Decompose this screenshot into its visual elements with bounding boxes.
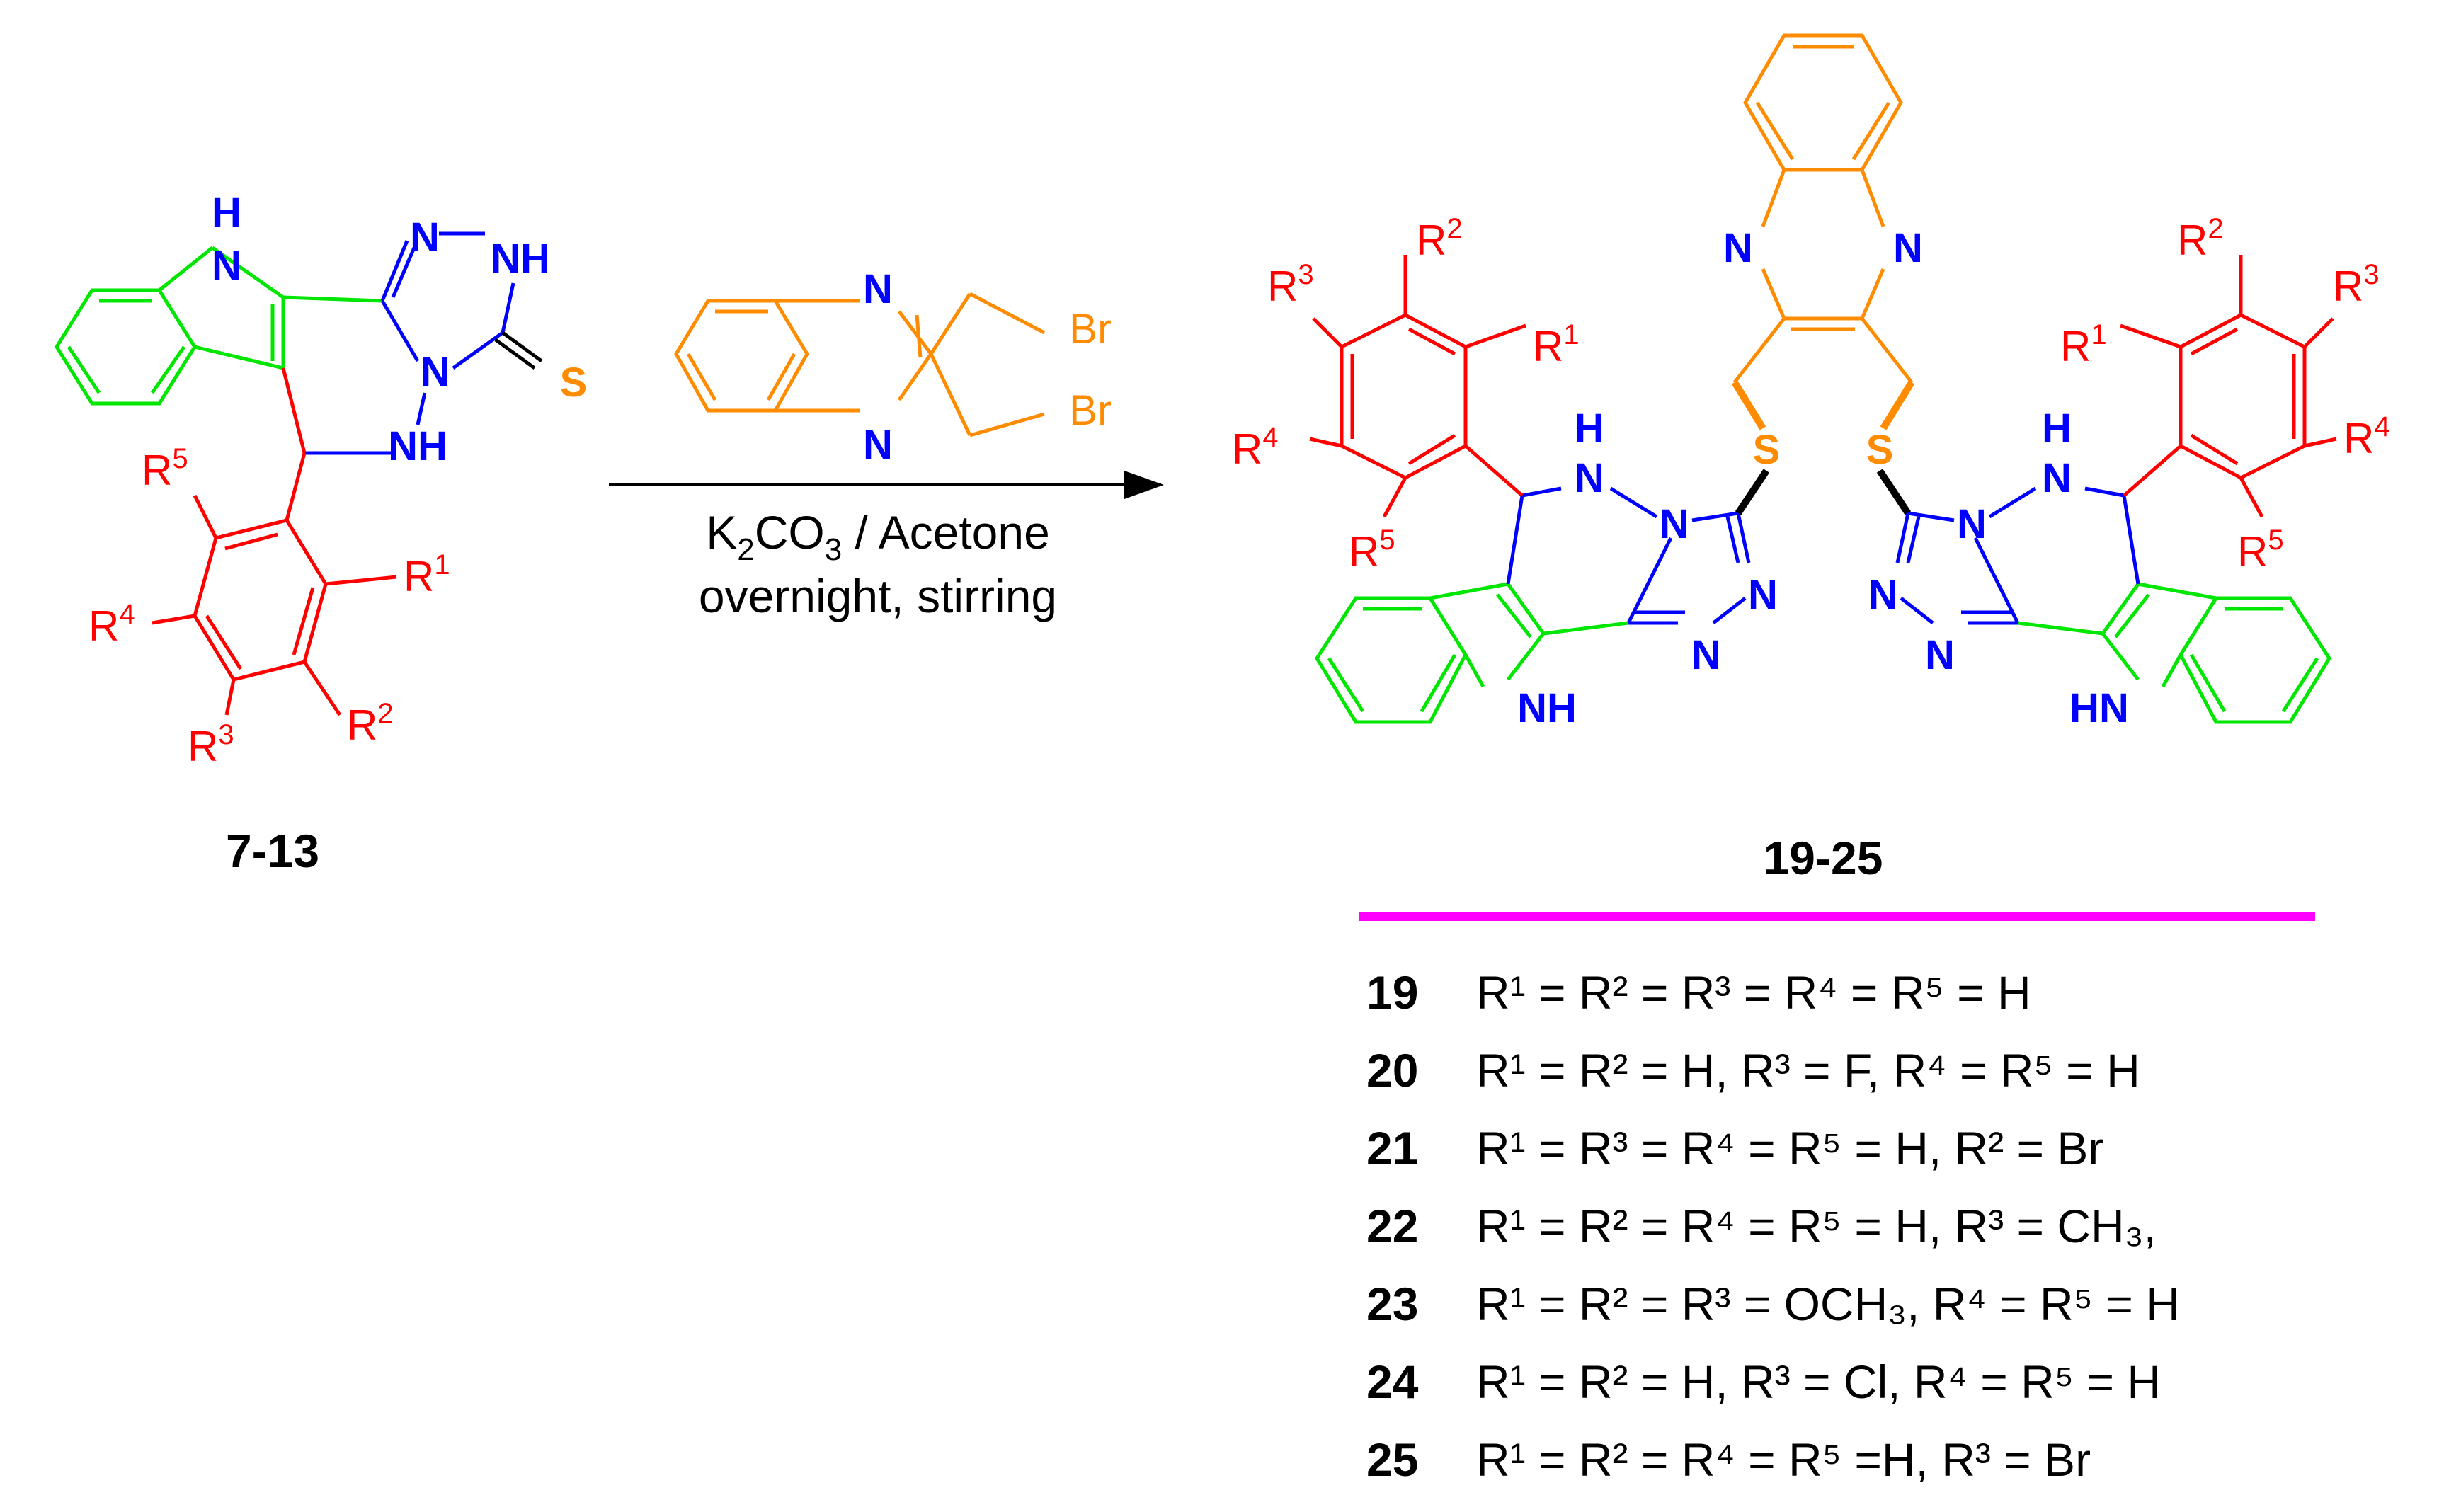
- reagent-br-bottom: Br: [1069, 386, 1112, 434]
- table-row-number: 21: [1366, 1122, 1418, 1174]
- product-indole-nh-left: NH: [1517, 685, 1577, 731]
- product-right-indole: [2017, 582, 2331, 724]
- reactant-triazole-ring: [304, 231, 515, 455]
- reactant-structure: [55, 231, 543, 716]
- reactant-indole-n: N: [212, 243, 241, 289]
- product-nh-h-left: H: [1575, 406, 1604, 452]
- substituent-table: 19 R¹ = R² = R³ = R⁴ = R⁵ = H 20 R¹ = R²…: [1366, 966, 2180, 1486]
- product-right-r2: R2: [2177, 213, 2224, 264]
- product-atom-labels: N N S S H N H N N N N N N N NH HN: [1517, 225, 2129, 731]
- reagent-n-bottom: N: [863, 422, 893, 468]
- reactant-r3: R3: [188, 719, 234, 770]
- product-tri-n-right: N: [1957, 501, 1987, 547]
- reactant-r5: R5: [142, 443, 188, 494]
- table-row-number: 24: [1366, 1356, 1419, 1408]
- reactant-aryl-ring: [152, 367, 397, 716]
- table-row-text: R¹ = R² = R⁴ = R⁵ = H, R³ = CH₃,: [1476, 1200, 2157, 1252]
- reactant-triazole-n4: N: [421, 349, 450, 395]
- table-row: 23 R¹ = R² = R³ = OCH₃, R⁴ = R⁵ = H: [1366, 1278, 2180, 1330]
- reactant-r4: R4: [88, 599, 135, 650]
- product-r-groups: R2 R3 R1 R4 R5 R2 R3 R1 R4 R5: [1232, 213, 2390, 575]
- table-row: 21 R¹ = R³ = R⁴ = R⁵ = H, R² = Br: [1366, 1122, 2103, 1174]
- reagent-n-top: N: [863, 266, 893, 312]
- table-row-number: 20: [1366, 1044, 1418, 1096]
- product-left-r1: R1: [1533, 319, 1580, 370]
- product-left-r2: R2: [1416, 213, 1463, 264]
- reactant-r2: R2: [347, 698, 394, 749]
- product-right-r4: R4: [2343, 411, 2390, 462]
- product-quinoxaline: [1731, 33, 1915, 430]
- product-tri-n-left: N: [1660, 501, 1689, 547]
- product-right-triazole: [1895, 486, 2125, 625]
- product-left-r5: R5: [1349, 525, 1395, 575]
- product-right-aryl: [2120, 255, 2337, 518]
- table-row-number: 23: [1366, 1278, 1418, 1330]
- table-row: 19 R¹ = R² = R³ = R⁴ = R⁵ = H: [1366, 966, 2031, 1019]
- table-row: 24 R¹ = R² = H, R³ = Cl, R⁴ = R⁵ = H: [1366, 1356, 2161, 1408]
- table-row-number: 19: [1366, 966, 1418, 1019]
- table-row-text: R¹ = R² = H, R³ = Cl, R⁴ = R⁵ = H: [1476, 1356, 2161, 1408]
- product-indole-nh-right: HN: [2069, 685, 2129, 731]
- reagent-structure: [674, 292, 1046, 437]
- product-s-right: S: [1866, 427, 1894, 473]
- product-quin-n-right: N: [1893, 225, 1923, 271]
- product-quin-n-left: N: [1723, 225, 1753, 271]
- product-tri-n3-right: N: [1925, 632, 1955, 678]
- reactant-triazole-nh: NH: [491, 236, 550, 282]
- product-left-indole: [1315, 582, 1629, 724]
- reactant-r1: R1: [404, 549, 450, 600]
- table-row: 20 R¹ = R² = H, R³ = F, R⁴ = R⁵ = H: [1366, 1044, 2140, 1096]
- table-row-text: R¹ = R³ = R⁴ = R⁵ = H, R² = Br: [1476, 1122, 2103, 1174]
- reactant-indole-h: H: [212, 190, 241, 236]
- product-right-r1: R1: [2060, 319, 2107, 370]
- product-left-r3: R3: [1267, 259, 1314, 310]
- reactant-thione-s: S: [560, 360, 588, 406]
- table-row-text: R¹ = R² = H, R³ = F, R⁴ = R⁵ = H: [1476, 1044, 2140, 1096]
- product-left-aryl: [1309, 255, 1526, 518]
- conditions-time: overnight, stirring: [699, 570, 1057, 622]
- reactant-r-groups: R5 R1 R4 R2 R3: [88, 443, 450, 770]
- conditions-reagent-solvent: K2CO3 / Acetone: [706, 506, 1050, 567]
- reagent-atom-labels: N N: [863, 266, 893, 468]
- product-left-triazole: [1521, 486, 1751, 625]
- reagent-br-top: Br: [1069, 305, 1112, 353]
- product-right-r5: R5: [2237, 525, 2284, 575]
- table-row-text: R¹ = R² = R³ = R⁴ = R⁵ = H: [1476, 966, 2031, 1019]
- table-row: 25 R¹ = R² = R⁴ = R⁵ =H, R³ = Br: [1366, 1433, 2091, 1486]
- product-tri-n3-left: N: [1691, 632, 1721, 678]
- product-s-left: S: [1753, 427, 1781, 473]
- product-nh-n-left: N: [1575, 455, 1604, 501]
- product-right-r3: R3: [2333, 259, 2380, 310]
- reactant-label: 7-13: [226, 825, 319, 877]
- reactant-triazole-n1: N: [410, 214, 440, 260]
- product-nh-n-right: N: [2042, 455, 2072, 501]
- product-left-r4: R4: [1232, 422, 1279, 473]
- product-structure: [1309, 33, 2337, 724]
- table-row: 22 R¹ = R² = R⁴ = R⁵ = H, R³ = CH₃,: [1366, 1200, 2157, 1252]
- table-row-text: R¹ = R² = R³ = OCH₃, R⁴ = R⁵ = H: [1476, 1278, 2180, 1330]
- product-tri-n2-left: N: [1748, 572, 1778, 618]
- product-nh-h-right: H: [2042, 406, 2072, 452]
- product-label: 19-25: [1764, 832, 1883, 884]
- reactant-atom-labels: H N N NH N S NH: [212, 190, 587, 469]
- reactant-amine-nh: NH: [388, 423, 447, 469]
- table-row-text: R¹ = R² = R⁴ = R⁵ =H, R³ = Br: [1476, 1433, 2091, 1486]
- table-row-number: 22: [1366, 1200, 1418, 1252]
- reactant-indole-rings: [55, 246, 383, 406]
- table-row-number: 25: [1366, 1433, 1418, 1486]
- product-tri-n2-right: N: [1868, 572, 1898, 618]
